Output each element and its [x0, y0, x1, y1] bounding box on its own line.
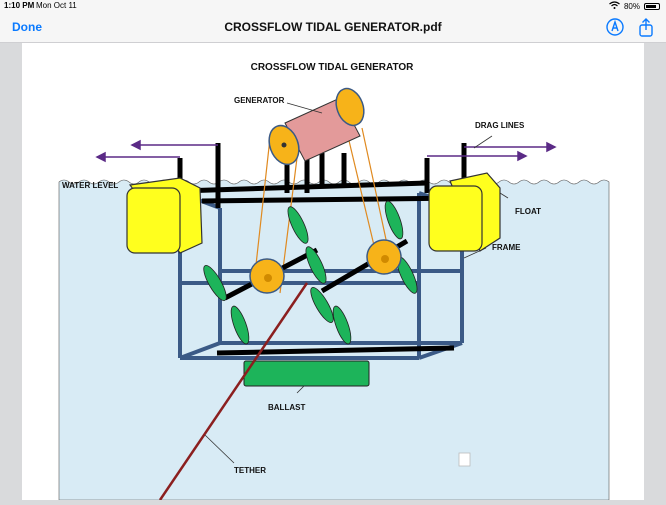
drag-lines	[95, 139, 557, 163]
done-button[interactable]: Done	[12, 20, 42, 34]
document-title: CROSSFLOW TIDAL GENERATOR.pdf	[224, 20, 442, 34]
diagram-title: CROSSFLOW TIDAL GENERATOR	[251, 62, 415, 73]
label-generator: GENERATOR	[234, 96, 285, 105]
tidal-generator-diagram: CROSSFLOW TIDAL GENERATOR	[58, 62, 610, 501]
nav-bar: Done CROSSFLOW TIDAL GENERATOR.pdf	[0, 12, 666, 43]
label-water-level: WATER LEVEL	[62, 181, 118, 190]
label-ballast: BALLAST	[268, 403, 305, 412]
label-leaders	[204, 102, 509, 464]
wifi-icon	[609, 1, 620, 11]
rotor-hubs	[249, 239, 402, 294]
label-frame: FRAME	[492, 243, 521, 252]
tether	[158, 282, 309, 501]
label-tether: TETHER	[234, 466, 266, 475]
pdf-page: CROSSFLOW TIDAL GENERATOR	[22, 43, 644, 501]
generator	[268, 87, 365, 166]
status-date: Mon Oct 11	[36, 1, 77, 10]
status-right: 80%	[609, 1, 660, 11]
label-drag-lines: DRAG LINES	[475, 121, 525, 130]
share-icon[interactable]	[636, 17, 656, 37]
turbine-blades	[203, 200, 418, 345]
float-left	[126, 177, 203, 254]
status-bar: 1:10 PM Mon Oct 11 80%	[0, 0, 666, 12]
battery-percent: 80%	[623, 1, 640, 11]
status-time: 1:10 PM	[4, 1, 35, 10]
markup-icon[interactable]	[605, 17, 625, 37]
float-right	[428, 172, 501, 252]
battery-icon	[644, 2, 660, 10]
label-float: FLOAT	[515, 207, 541, 216]
ballast	[243, 360, 370, 387]
page-marker	[458, 452, 471, 467]
